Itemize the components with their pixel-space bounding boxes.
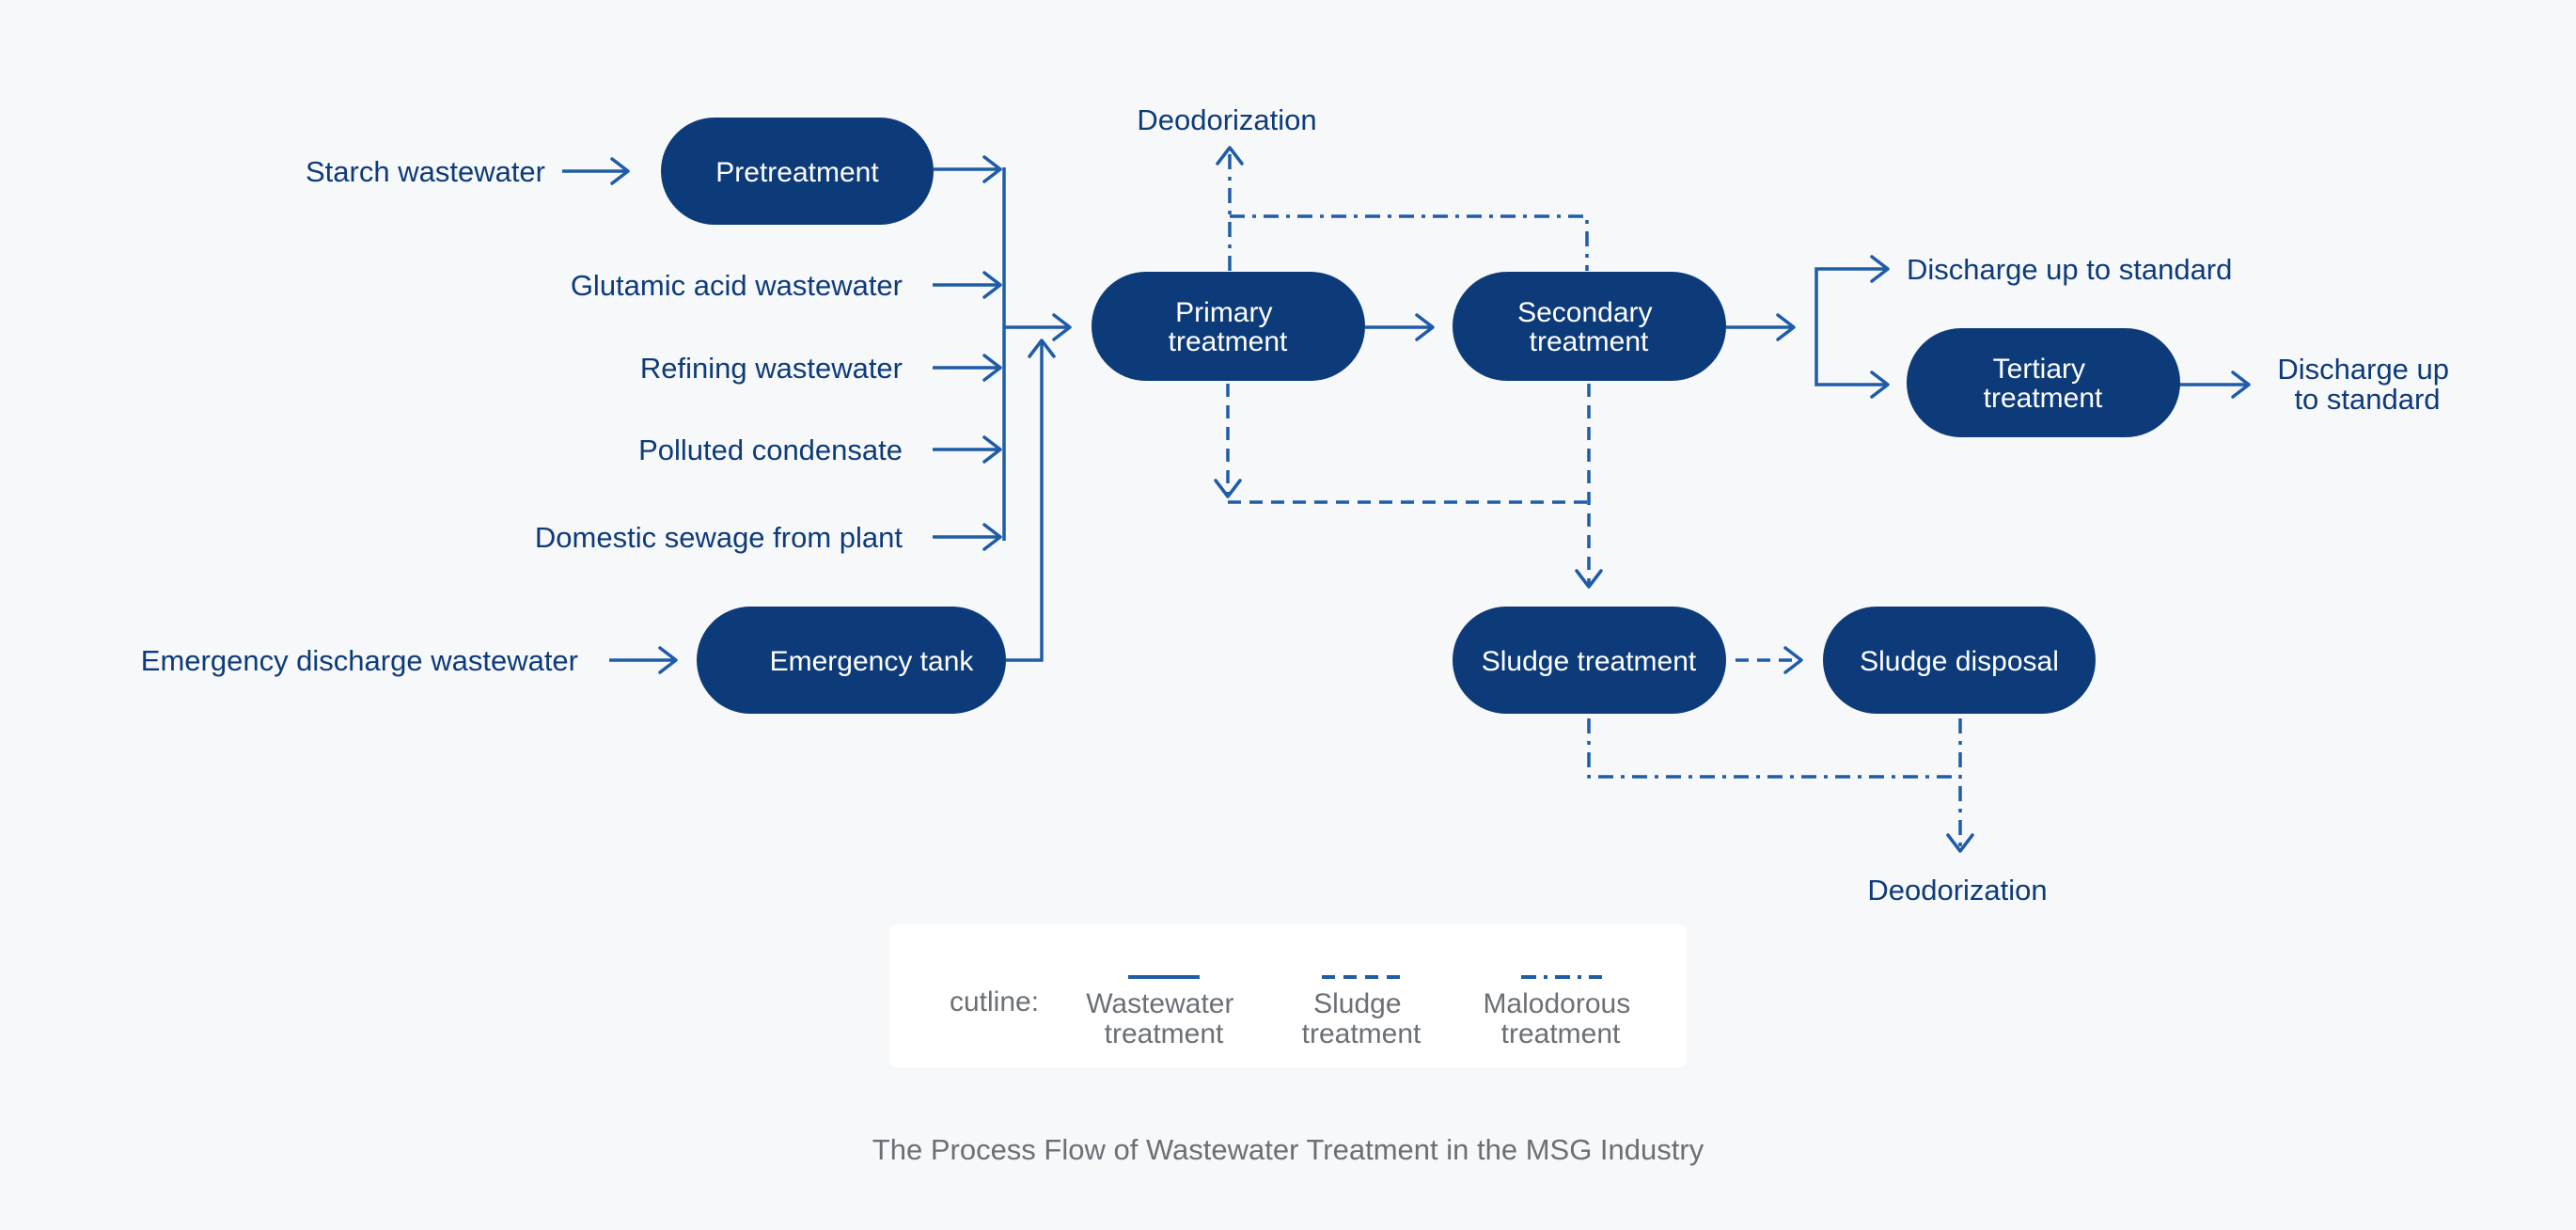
edge-primary-to-secondary	[1365, 313, 1435, 341]
svg-text:Pretreatment: Pretreatment	[715, 157, 879, 188]
svg-text:Secondary treatment: Secondary treatment	[1517, 297, 1660, 357]
edge-condensate-to-bus	[933, 435, 1002, 464]
arrow-to-tertiary	[1870, 371, 1890, 399]
source-glutamic-acid-wastewater: Glutamic acid wastewater	[571, 269, 903, 302]
discharge-2-line-1: Discharge up	[2277, 353, 2449, 386]
legend-wastewater-line-2: treatment	[1105, 1018, 1224, 1049]
edge-odor-to-deodorization-bottom	[1587, 718, 1974, 853]
edge-starch-to-pretreatment	[562, 157, 630, 185]
sludge-treatment-line-1: Sludge treatment	[1482, 646, 1697, 677]
svg-text:Sludge treatment: Sludge treatment	[1302, 988, 1422, 1049]
node-tertiary-treatment: Tertiary treatment	[1907, 328, 2180, 437]
source-polluted-condensate: Polluted condensate	[638, 434, 903, 466]
edge-sludge-treatment-to-disposal	[1736, 646, 1803, 674]
node-pretreatment: Pretreatment	[661, 118, 934, 225]
split-branch	[1814, 267, 1888, 386]
primary-line-2: treatment	[1169, 326, 1288, 357]
svg-text:Malodorous treatment: Malodorous treatment	[1483, 988, 1638, 1049]
source-starch-wastewater: Starch wastewater	[306, 155, 545, 188]
edge-odor-to-deodorization-top	[1216, 146, 1589, 271]
edge-sludge-primary-secondary	[1214, 384, 1603, 589]
secondary-line-2: treatment	[1530, 326, 1649, 357]
svg-text:Tertiary treatment: Tertiary treatment	[1984, 354, 2103, 414]
output-deodorization-bottom: Deodorization	[1867, 874, 2047, 907]
node-sludge-treatment: Sludge treatment	[1453, 607, 1726, 714]
emergency-tank-line-1: Emergency tank	[770, 646, 975, 677]
legend-malodorous-line-2: treatment	[1501, 1018, 1621, 1049]
legend-wastewater-line-1: Wastewater	[1086, 988, 1233, 1019]
svg-text:Primary treatment: Primary treatment	[1169, 297, 1288, 357]
output-deodorization-top: Deodorization	[1137, 103, 1316, 136]
output-discharge-standard-2: Discharge up to standard	[2277, 353, 2457, 416]
tertiary-line-1: Tertiary	[1993, 354, 2085, 385]
edge-pretreatment-to-bus	[934, 155, 1002, 183]
legend-label: cutline:	[950, 986, 1039, 1017]
edge-emergency-to-tank	[609, 646, 678, 674]
legend-item-malodorous: Malodorous treatment	[1483, 975, 1638, 1049]
edge-bus-to-primary	[1004, 313, 1072, 341]
edge-tank-to-primary	[1006, 339, 1056, 662]
source-emergency-discharge: Emergency discharge wastewater	[141, 644, 578, 677]
node-secondary-treatment: Secondary treatment	[1453, 272, 1726, 381]
legend-item-wastewater: Wastewater treatment	[1086, 975, 1242, 1049]
diagram-caption: The Process Flow of Wastewater Treatment…	[872, 1133, 1704, 1166]
edge-domestic-to-bus	[933, 523, 1002, 551]
edge-tertiary-to-discharge	[2179, 371, 2251, 399]
discharge-2-line-2: to standard	[2294, 383, 2440, 416]
svg-text:Wastewater treatment: Wastewater treatment	[1086, 988, 1242, 1049]
source-refining-wastewater: Refining wastewater	[640, 352, 903, 385]
edge-refining-to-bus	[933, 354, 1002, 382]
sludge-disposal-line-1: Sludge disposal	[1860, 646, 2059, 677]
edge-glutamic-to-bus	[933, 271, 1002, 299]
primary-line-1: Primary	[1175, 297, 1272, 328]
svg-text:Emergency tank: Emergency tank	[770, 646, 975, 677]
legend-sludge-line-1: Sludge	[1313, 988, 1401, 1019]
secondary-line-1: Secondary	[1517, 297, 1652, 328]
legend-sludge-line-2: treatment	[1302, 1018, 1422, 1049]
legend-malodorous-line-1: Malodorous	[1483, 988, 1630, 1019]
discharge-1-line-1: Discharge up to standard	[1907, 253, 2232, 286]
node-sludge-disposal: Sludge disposal	[1823, 607, 2096, 714]
legend-item-sludge: Sludge treatment	[1302, 975, 1422, 1049]
node-primary-treatment: Primary treatment	[1092, 272, 1365, 381]
svg-text:Sludge treatment: Sludge treatment	[1482, 646, 1697, 677]
tertiary-line-2: treatment	[1984, 383, 2103, 414]
legend: cutline: Wastewater treatment Sludge tre…	[889, 924, 1687, 1067]
node-emergency-tank: Emergency tank	[697, 607, 1006, 714]
source-domestic-sewage: Domestic sewage from plant	[535, 521, 903, 554]
edge-secondary-to-split	[1726, 313, 1796, 341]
output-discharge-standard-1: Discharge up to standard	[1907, 253, 2232, 286]
arrow-to-discharge	[1870, 255, 1890, 283]
pretreatment-line-1: Pretreatment	[715, 157, 879, 188]
svg-text:Sludge disposal: Sludge disposal	[1860, 646, 2059, 677]
